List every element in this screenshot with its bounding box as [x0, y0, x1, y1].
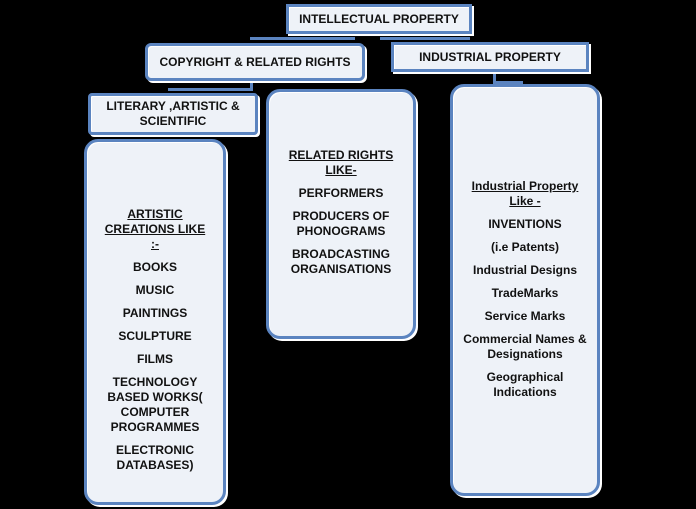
list-item: Geographical Indications	[486, 370, 564, 399]
list-item: INVENTIONS	[488, 217, 562, 231]
list-item: BOOKS	[132, 260, 177, 274]
panel-title: Industrial Property Like -	[471, 179, 579, 208]
list-item: MUSIC	[135, 283, 175, 297]
list-item: TECHNOLOGY BASED WORKS( COMPUTER PROGRAM…	[107, 375, 203, 434]
list-item: FILMS	[137, 352, 173, 366]
sub-branch-literary-label: LITERARY ,ARTISTIC & SCIENTIFIC	[106, 99, 240, 128]
list-item: (i.e Patents)	[490, 240, 559, 254]
list-item: PRODUCERS OF PHONOGRAMS	[292, 208, 390, 238]
branch-node-industrial-label: INDUSTRIAL PROPERTY	[419, 50, 561, 64]
connector-copyright-related	[250, 78, 253, 90]
root-node-intellectual-property: INTELLECTUAL PROPERTY	[286, 4, 472, 34]
panel-title: ARTISTIC CREATIONS LIKE :-	[104, 207, 206, 251]
sub-branch-literary: LITERARY ,ARTISTIC & SCIENTIFIC	[88, 93, 258, 135]
root-node-label: INTELLECTUAL PROPERTY	[299, 12, 459, 26]
list-item: Industrial Designs	[472, 263, 578, 277]
connector-root-branches	[250, 37, 355, 40]
branch-node-copyright: COPYRIGHT & RELATED RIGHTS	[145, 43, 365, 81]
list-item: SCULPTURE	[118, 329, 192, 343]
list-item: PERFORMERS	[298, 185, 384, 200]
branch-node-copyright-label: COPYRIGHT & RELATED RIGHTS	[159, 55, 351, 69]
list-item: TradeMarks	[491, 286, 559, 300]
panel-artistic-creations: ARTISTIC CREATIONS LIKE :- BOOKS MUSIC P…	[84, 139, 226, 505]
panel-industrial-property: Industrial Property Like - INVENTIONS (i…	[450, 84, 600, 496]
list-item: PAINTINGS	[122, 306, 188, 320]
panel-related-rights: RELATED RIGHTS LIKE- PERFORMERS PRODUCER…	[266, 89, 416, 339]
branch-node-industrial: INDUSTRIAL PROPERTY	[391, 42, 589, 72]
panel-title: RELATED RIGHTS LIKE-	[288, 147, 394, 177]
connector-industrial-panel-h	[493, 81, 523, 84]
list-item: Commercial Names & Designations	[463, 332, 587, 361]
connector-root-industrial	[380, 37, 470, 40]
list-item: Service Marks	[484, 309, 566, 323]
list-item: ELECTRONIC DATABASES)	[116, 443, 194, 472]
connector-copyright-literary	[168, 88, 253, 91]
connector-industrial-panel	[493, 70, 496, 83]
list-item: BROADCASTING ORGANISATIONS	[290, 246, 392, 276]
